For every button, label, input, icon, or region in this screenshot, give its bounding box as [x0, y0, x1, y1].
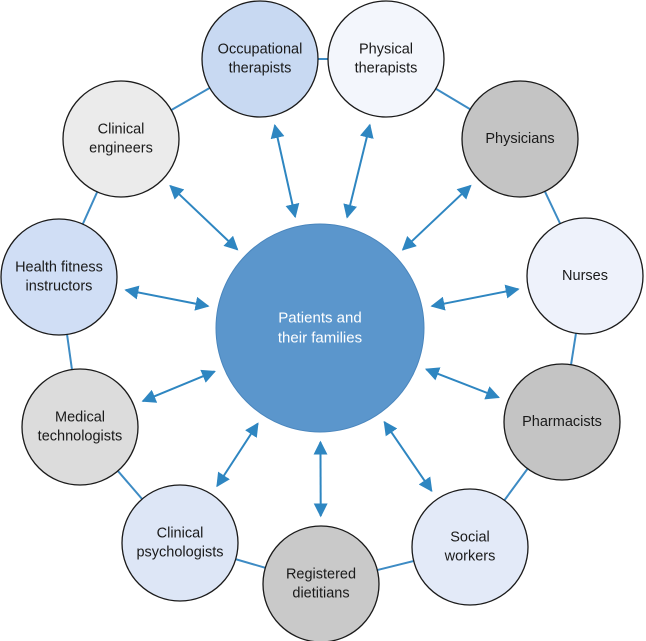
- node-label-line-1: Social: [450, 530, 490, 546]
- center-label-line-1: Patients and: [278, 310, 361, 327]
- node-physicians: Physicians: [461, 80, 579, 198]
- node-label-line-1: Registered: [286, 567, 356, 583]
- node-label-line-2: engineers: [89, 141, 153, 157]
- node-circle: [411, 488, 529, 606]
- node-label-line-1: Physical: [359, 42, 413, 58]
- node-label-line-1: Physicians: [485, 131, 554, 147]
- arrow-social-workers: [383, 420, 433, 493]
- node-label-line-2: technologists: [38, 429, 123, 445]
- node-social-workers: Social workers: [411, 488, 529, 606]
- node-circle: [327, 0, 445, 118]
- node-clinical-psychologists: Clinical psychologists: [121, 484, 239, 602]
- arrow-physical-therapists: [343, 123, 374, 219]
- center-label-line-2: their families: [278, 330, 362, 347]
- node-label-line-1: Medical: [55, 410, 105, 426]
- node-circle: [0, 218, 118, 336]
- node-nurses: Nurses: [526, 217, 644, 335]
- node-label-line-2: instructors: [26, 279, 93, 295]
- node-label-line-2: therapists: [355, 61, 418, 77]
- node-circle: [503, 363, 621, 481]
- node-physical-therapists: Physical therapists: [327, 0, 445, 118]
- arrow-clinical-engineers: [169, 184, 239, 251]
- node-label-line-1: Nurses: [562, 268, 608, 284]
- arrow-clinical-psychologists: [216, 422, 259, 488]
- node-circle: [526, 217, 644, 335]
- node-circle: [461, 80, 579, 198]
- node-label-line-2: dietitians: [292, 586, 349, 602]
- node-circle: [262, 525, 380, 641]
- node-clinical-engineers: Clinical engineers: [62, 80, 180, 198]
- node-circle: [21, 368, 139, 486]
- arrow-occupational-therapists: [270, 124, 300, 219]
- arrow-physicians: [401, 184, 472, 251]
- arrow-medical-technologists: [141, 369, 216, 403]
- node-circle: [121, 484, 239, 602]
- arrow-health-fitness-instructors: [124, 285, 210, 311]
- node-medical-technologists: Medical technologists: [21, 368, 139, 486]
- node-label-line-2: psychologists: [136, 545, 223, 561]
- center-circle: [215, 223, 425, 433]
- node-circle: [201, 0, 319, 118]
- node-label-line-1: Health fitness: [15, 260, 103, 276]
- node-label-line-1: Clinical: [98, 122, 145, 138]
- node-health-fitness-instructors: Health fitness instructors: [0, 218, 118, 336]
- arrow-nurses: [430, 284, 520, 311]
- node-label-line-1: Occupational: [218, 42, 303, 58]
- arrow-pharmacists: [424, 367, 500, 400]
- node-label-line-1: Pharmacists: [522, 414, 602, 430]
- node-label-line-2: therapists: [229, 61, 292, 77]
- node-circle: [62, 80, 180, 198]
- center-node: Patients and their families: [215, 223, 425, 433]
- node-occupational-therapists: Occupational therapists: [201, 0, 319, 118]
- node-pharmacists: Pharmacists: [503, 363, 621, 481]
- node-label-line-2: workers: [444, 549, 496, 565]
- node-label-line-1: Clinical: [157, 526, 204, 542]
- node-registered-dietitians: Registered dietitians: [262, 525, 380, 641]
